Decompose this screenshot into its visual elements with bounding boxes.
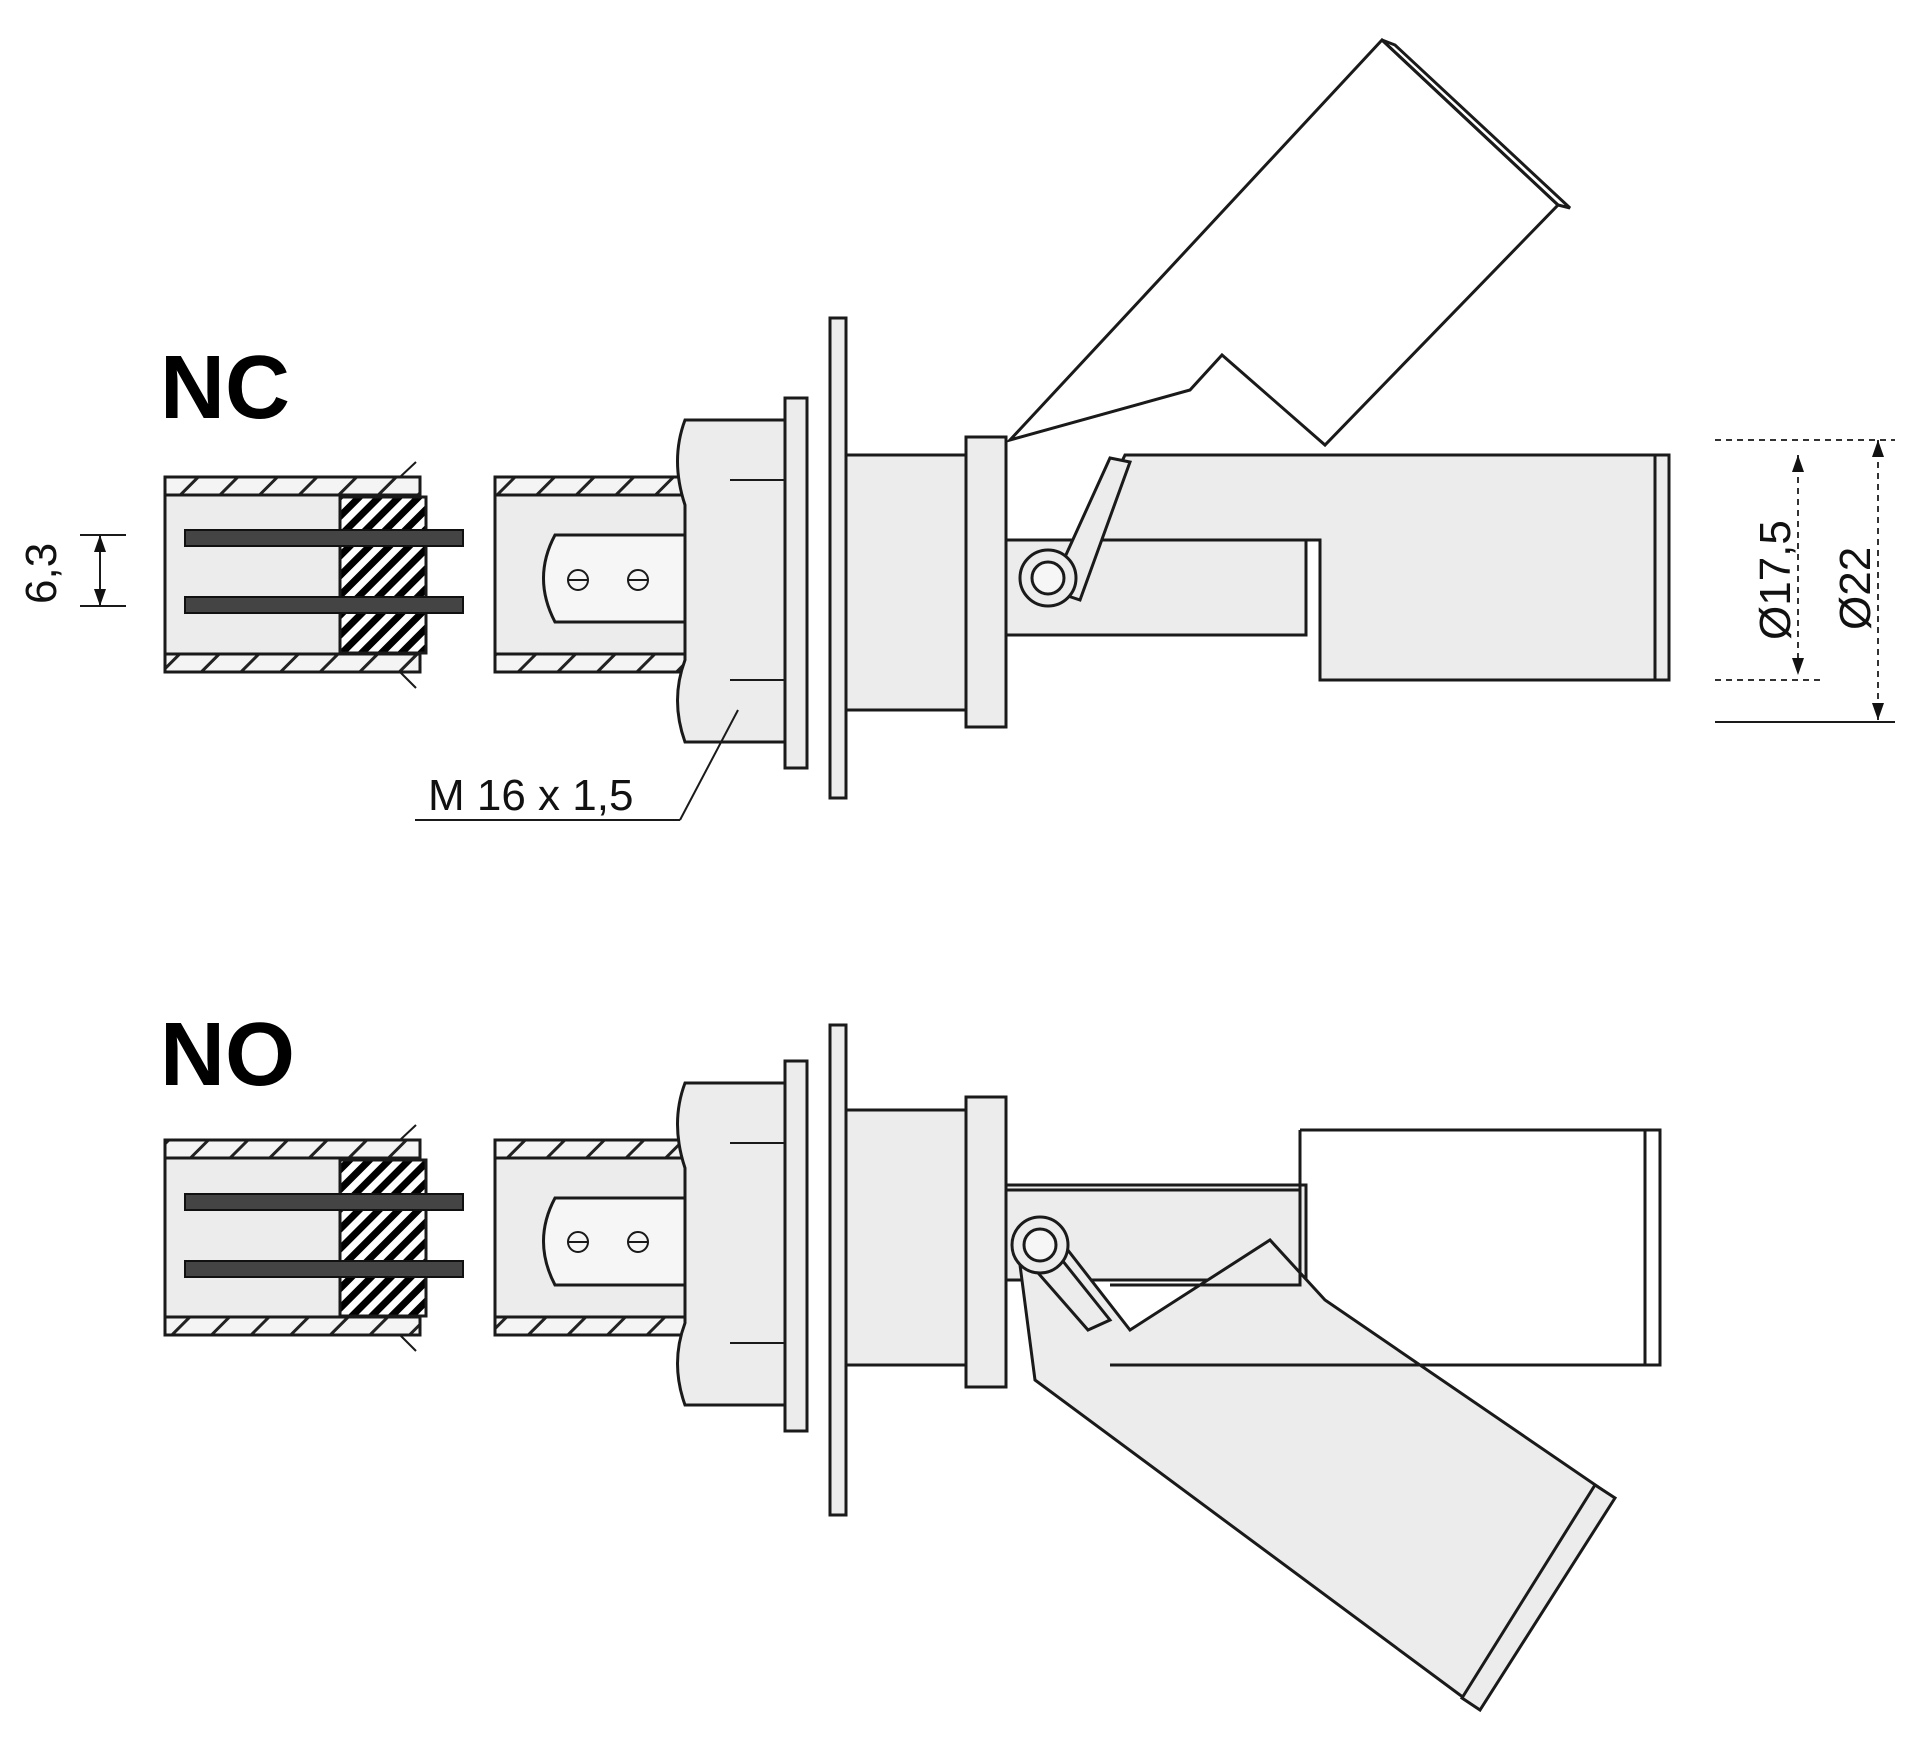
diameter-dimensions: Ø17,5 Ø22 bbox=[1715, 439, 1895, 723]
no-label: NO bbox=[160, 1005, 295, 1105]
no-float-horizontal-outline bbox=[1006, 1128, 1662, 1367]
nc-connector bbox=[163, 461, 464, 689]
inner-diameter-text: Ø17,5 bbox=[1751, 520, 1800, 640]
pin-spacing-dimension: 6,3 bbox=[17, 534, 126, 607]
nc-float bbox=[1004, 453, 1671, 682]
nc-float-raised-outline bbox=[1005, 37, 1572, 448]
nc-label: NC bbox=[160, 338, 290, 438]
no-connector bbox=[163, 1124, 464, 1352]
no-tab-sleeve bbox=[493, 1138, 692, 1337]
thread-text: M 16 x 1,5 bbox=[428, 771, 633, 820]
outer-diameter-text: Ø22 bbox=[1831, 547, 1880, 630]
no-float-lowered bbox=[1004, 1183, 1618, 1713]
no-switch-body bbox=[676, 1023, 1008, 1517]
nc-tab-sleeve bbox=[493, 475, 692, 674]
pin-spacing-text: 6,3 bbox=[17, 543, 66, 604]
thread-dimension: M 16 x 1,5 bbox=[415, 709, 739, 821]
nc-switch-body bbox=[676, 316, 1008, 800]
